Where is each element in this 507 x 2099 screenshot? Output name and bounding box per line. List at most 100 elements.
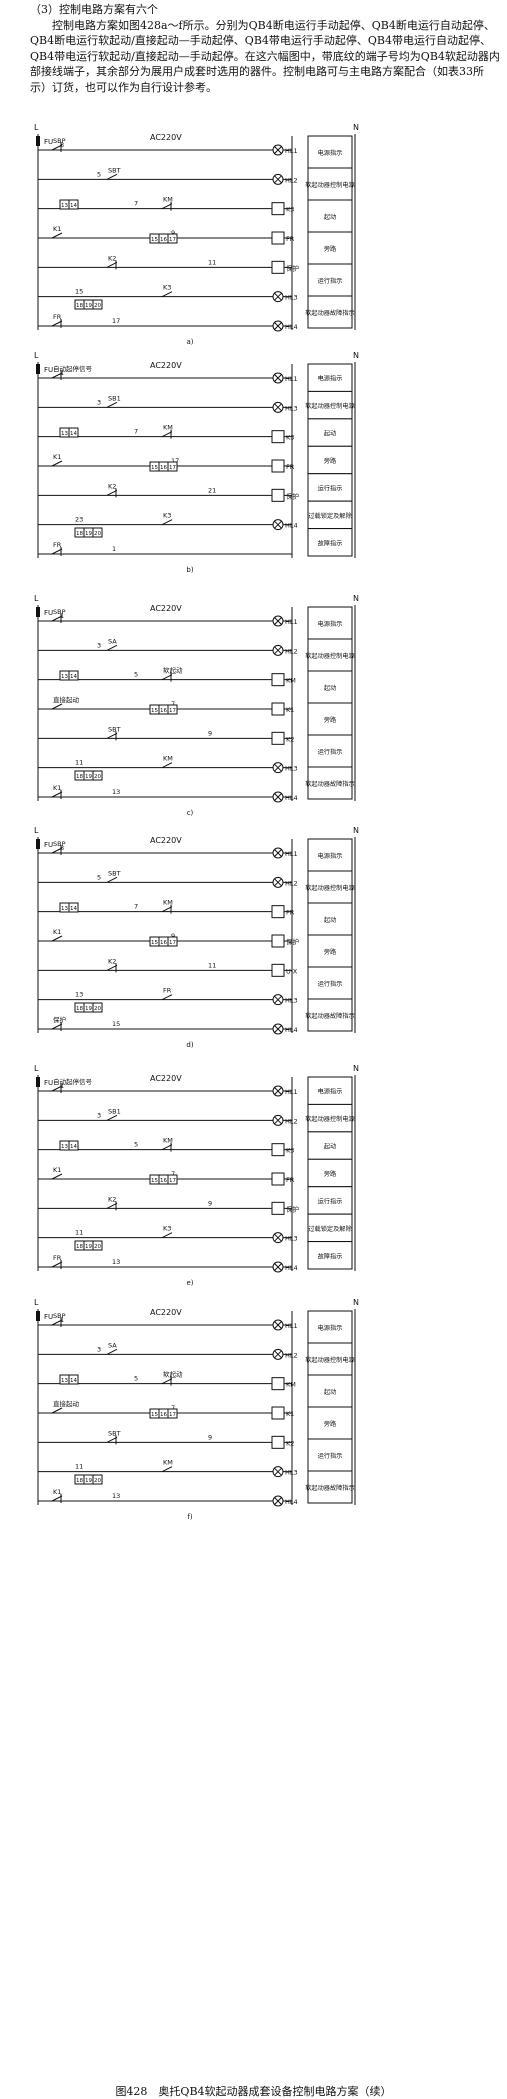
function-label: 电源指示 (318, 149, 343, 157)
node-number: 15 (112, 1020, 120, 1028)
function-box (307, 390, 353, 420)
node-number: 7 (134, 903, 138, 911)
node-number: 11 (75, 1463, 83, 1471)
coil-label: K1 (286, 706, 294, 714)
terminal-box (68, 427, 79, 438)
terminal-number: 14 (70, 906, 77, 912)
relay-coil (271, 731, 285, 745)
contact-blade (106, 173, 118, 180)
l-terminal-label: L (34, 826, 39, 835)
function-box (307, 1241, 353, 1270)
contact-label: KM (163, 899, 173, 907)
contact-blade (51, 703, 63, 710)
terminal-number: 16 (160, 1412, 167, 1418)
relay-coil (271, 905, 285, 919)
n-terminal-label: N (353, 351, 359, 360)
function-box (307, 1374, 353, 1408)
coil-label: K3 (286, 434, 294, 442)
function-box (307, 1310, 353, 1344)
contact-label: SBT (108, 725, 121, 733)
contact-blade (51, 1173, 63, 1180)
terminal-box (92, 299, 103, 310)
function-box (307, 1158, 353, 1188)
node-number: 17 (171, 457, 179, 465)
contact-label: 自动起停信号 (53, 1077, 93, 1086)
contact-label: FR (53, 1254, 62, 1262)
function-label: 软起动器控制电源 (305, 1356, 355, 1364)
coil-label: 保护 (286, 491, 299, 500)
contact-blade (51, 847, 63, 854)
terminal-box (68, 1140, 79, 1151)
subfigure-label: e) (186, 1279, 193, 1287)
figure-caption: 图428 奥托QB4软起动器成套设备控制电路方案（续） (115, 2085, 392, 2098)
subfigure-label: f) (187, 1513, 192, 1521)
coil-label: U-X (286, 967, 298, 975)
relay-coil (271, 459, 285, 473)
contact-blade (51, 144, 63, 151)
lamp-cross (274, 763, 282, 772)
relay-coil (271, 488, 285, 502)
relay-coil (271, 934, 285, 948)
lamp-label: HL2 (285, 647, 298, 655)
lamp-label: HL3 (285, 997, 298, 1005)
contact-label: KM (163, 1137, 173, 1145)
lamp-label: HL4 (285, 522, 298, 530)
function-label: 运行指示 (318, 484, 343, 492)
lamp-label: HL1 (285, 850, 298, 858)
section-heading: （3）控制电路方案有六个 (30, 3, 158, 16)
contact-blade (161, 291, 173, 298)
l-terminal-label: L (34, 1064, 39, 1073)
function-label: 起动 (324, 684, 336, 692)
lamp-cross (274, 520, 282, 529)
function-label: 软起动器故障指示 (305, 1012, 355, 1020)
supply-label: AC220V (150, 361, 182, 370)
function-label: 软起动器控制电源 (305, 1115, 355, 1123)
node-number: 1 (60, 1082, 64, 1090)
terminal-number: 15 (151, 465, 158, 471)
contact-label: FR (163, 987, 172, 995)
contact-label: K1 (53, 225, 61, 233)
relay-coil (271, 260, 285, 274)
function-box (307, 263, 353, 297)
contact-label: 保护 (53, 1015, 66, 1024)
function-label: 软起动器控制电源 (305, 181, 355, 189)
function-label: 运行指示 (318, 1197, 343, 1205)
contact-blade (51, 1407, 63, 1414)
contact-blade (51, 460, 63, 467)
node-number: 13 (112, 1258, 120, 1266)
lamp-cross (274, 793, 282, 801)
function-label: 过载锁定及解除 (308, 512, 352, 520)
fuse-label: FU (44, 366, 53, 374)
contact-label: SB1 (108, 1107, 121, 1115)
contact-blade (106, 1348, 118, 1355)
lamp-cross (274, 1263, 282, 1271)
coil-label: K2 (286, 1439, 294, 1447)
function-label: 电源指示 (318, 1324, 343, 1332)
contact-blade (106, 1436, 118, 1443)
lamp-label: HL2 (285, 1117, 298, 1125)
function-box (307, 766, 353, 800)
lamp-cross (274, 849, 282, 857)
node-number: 7 (171, 700, 175, 708)
lamp-cross (274, 175, 282, 184)
function-box (307, 1131, 353, 1160)
contact-blade (51, 372, 63, 379)
contact-blade (161, 203, 173, 210)
relay-coil (271, 202, 285, 216)
terminal-number: 15 (151, 1178, 158, 1184)
terminal-number: 18 (76, 1244, 83, 1250)
terminal-number: 17 (169, 465, 176, 471)
contact-label: 直接起动 (53, 1399, 80, 1408)
contact-label: FR (53, 541, 62, 549)
terminal-box (167, 1174, 178, 1185)
node-number: 23 (75, 516, 83, 524)
subfigure-label: b) (186, 566, 193, 574)
function-box (307, 870, 353, 904)
lamp-label: HL3 (285, 765, 298, 773)
supply-label: AC220V (150, 836, 182, 845)
function-label: 软起动器控制电源 (305, 402, 355, 410)
node-number: 5 (134, 1375, 138, 1383)
lamp-label: HL4 (285, 1498, 298, 1506)
